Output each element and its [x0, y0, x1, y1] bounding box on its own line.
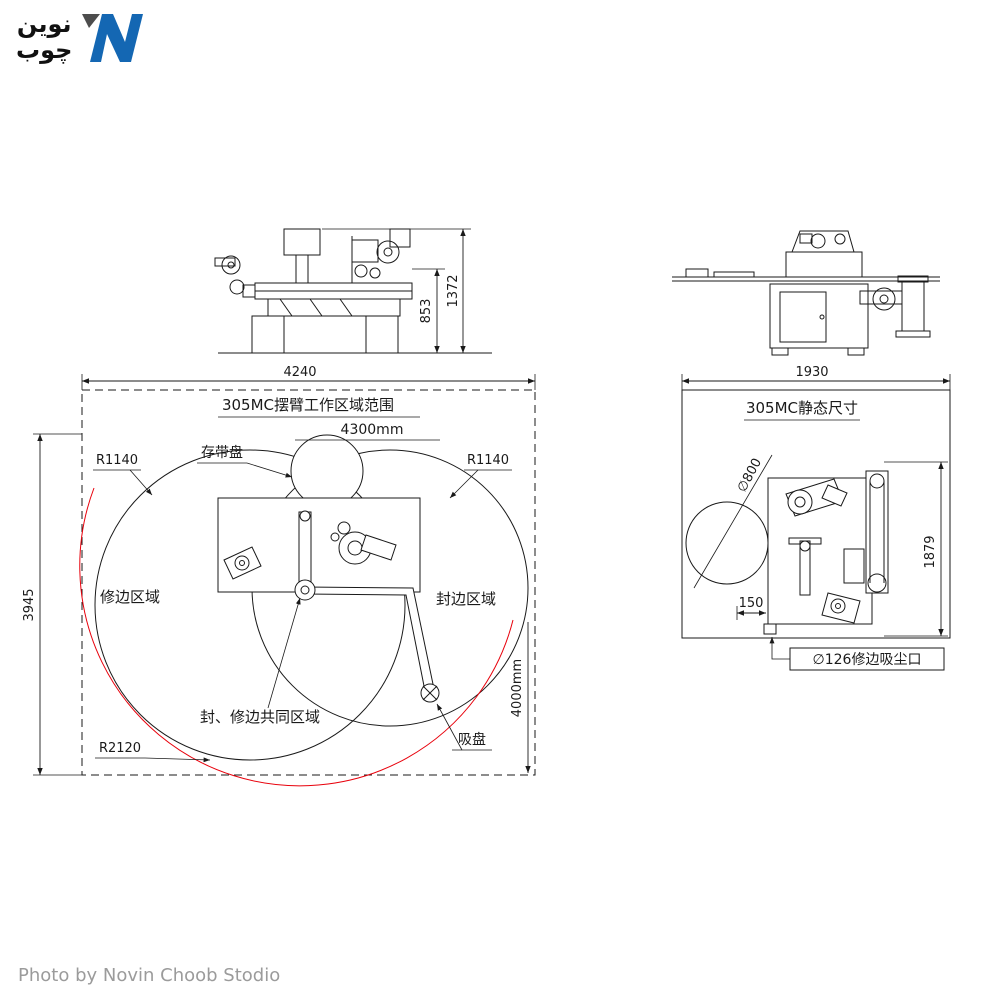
dim-4300mm: 4300mm [341, 422, 404, 438]
static-title: 305MC静态尺寸 [746, 399, 858, 417]
novin-choob-logo: نوین چوب [16, 8, 144, 66]
logo-brand-line2: چوب [16, 36, 73, 64]
radius-r1140-left: R1140 [96, 453, 138, 468]
radius-r2120: R2120 [99, 741, 141, 756]
logo-brand-text: نوین چوب [16, 9, 73, 64]
static-view-boundary [681, 389, 951, 639]
dim-3945: 3945 [22, 588, 37, 621]
suction-label: 吸盘 [458, 731, 486, 748]
photo-credit: Photo by Novin Choob Stodio [18, 965, 281, 986]
plan-view-drawing: 4240 [22, 365, 536, 787]
band-area-label: 封边区域 [436, 590, 496, 608]
suction-cup [420, 683, 440, 703]
trim-area-label: 修边区域 [100, 588, 160, 606]
swing-arm [304, 586, 435, 692]
plan-title: 305MC摆臂工作区域范围 [222, 396, 394, 414]
dim-150: 150 [739, 596, 764, 611]
logo-brand-line1: نوین [16, 9, 72, 38]
front-view-drawing: 853 1372 [214, 228, 492, 354]
dim-4000mm: 4000mm [510, 659, 525, 717]
dust-port [763, 623, 777, 635]
dim-1372: 1372 [446, 274, 461, 307]
logo-n-notch [82, 14, 101, 28]
logo-n-shape [90, 14, 144, 62]
working-area-boundary [81, 389, 536, 776]
trim-range-circle [94, 449, 406, 761]
radius-r1140-right: R1140 [467, 453, 509, 468]
dim-853: 853 [419, 299, 434, 324]
dim-1879: 1879 [923, 535, 938, 568]
common-area-label: 封、修边共同区域 [200, 708, 320, 726]
dim-1930: 1930 [795, 365, 828, 380]
disk-800 [685, 501, 769, 585]
arm-pivot [294, 579, 316, 601]
machine-static-body [763, 470, 889, 635]
logo-n-mark [82, 14, 144, 62]
static-size-drawing: 1930 305MC静态尺寸 ∅800 [681, 365, 951, 671]
tape-disk-label: 存带盘 [201, 444, 243, 461]
machine-plan-body [217, 497, 440, 703]
tape-disk [290, 434, 364, 508]
common-range-arc [79, 487, 514, 787]
dim-4240: 4240 [283, 365, 316, 380]
dust-port-label: ∅126修边吸尘口 [813, 652, 922, 668]
side-view-drawing [672, 230, 940, 356]
